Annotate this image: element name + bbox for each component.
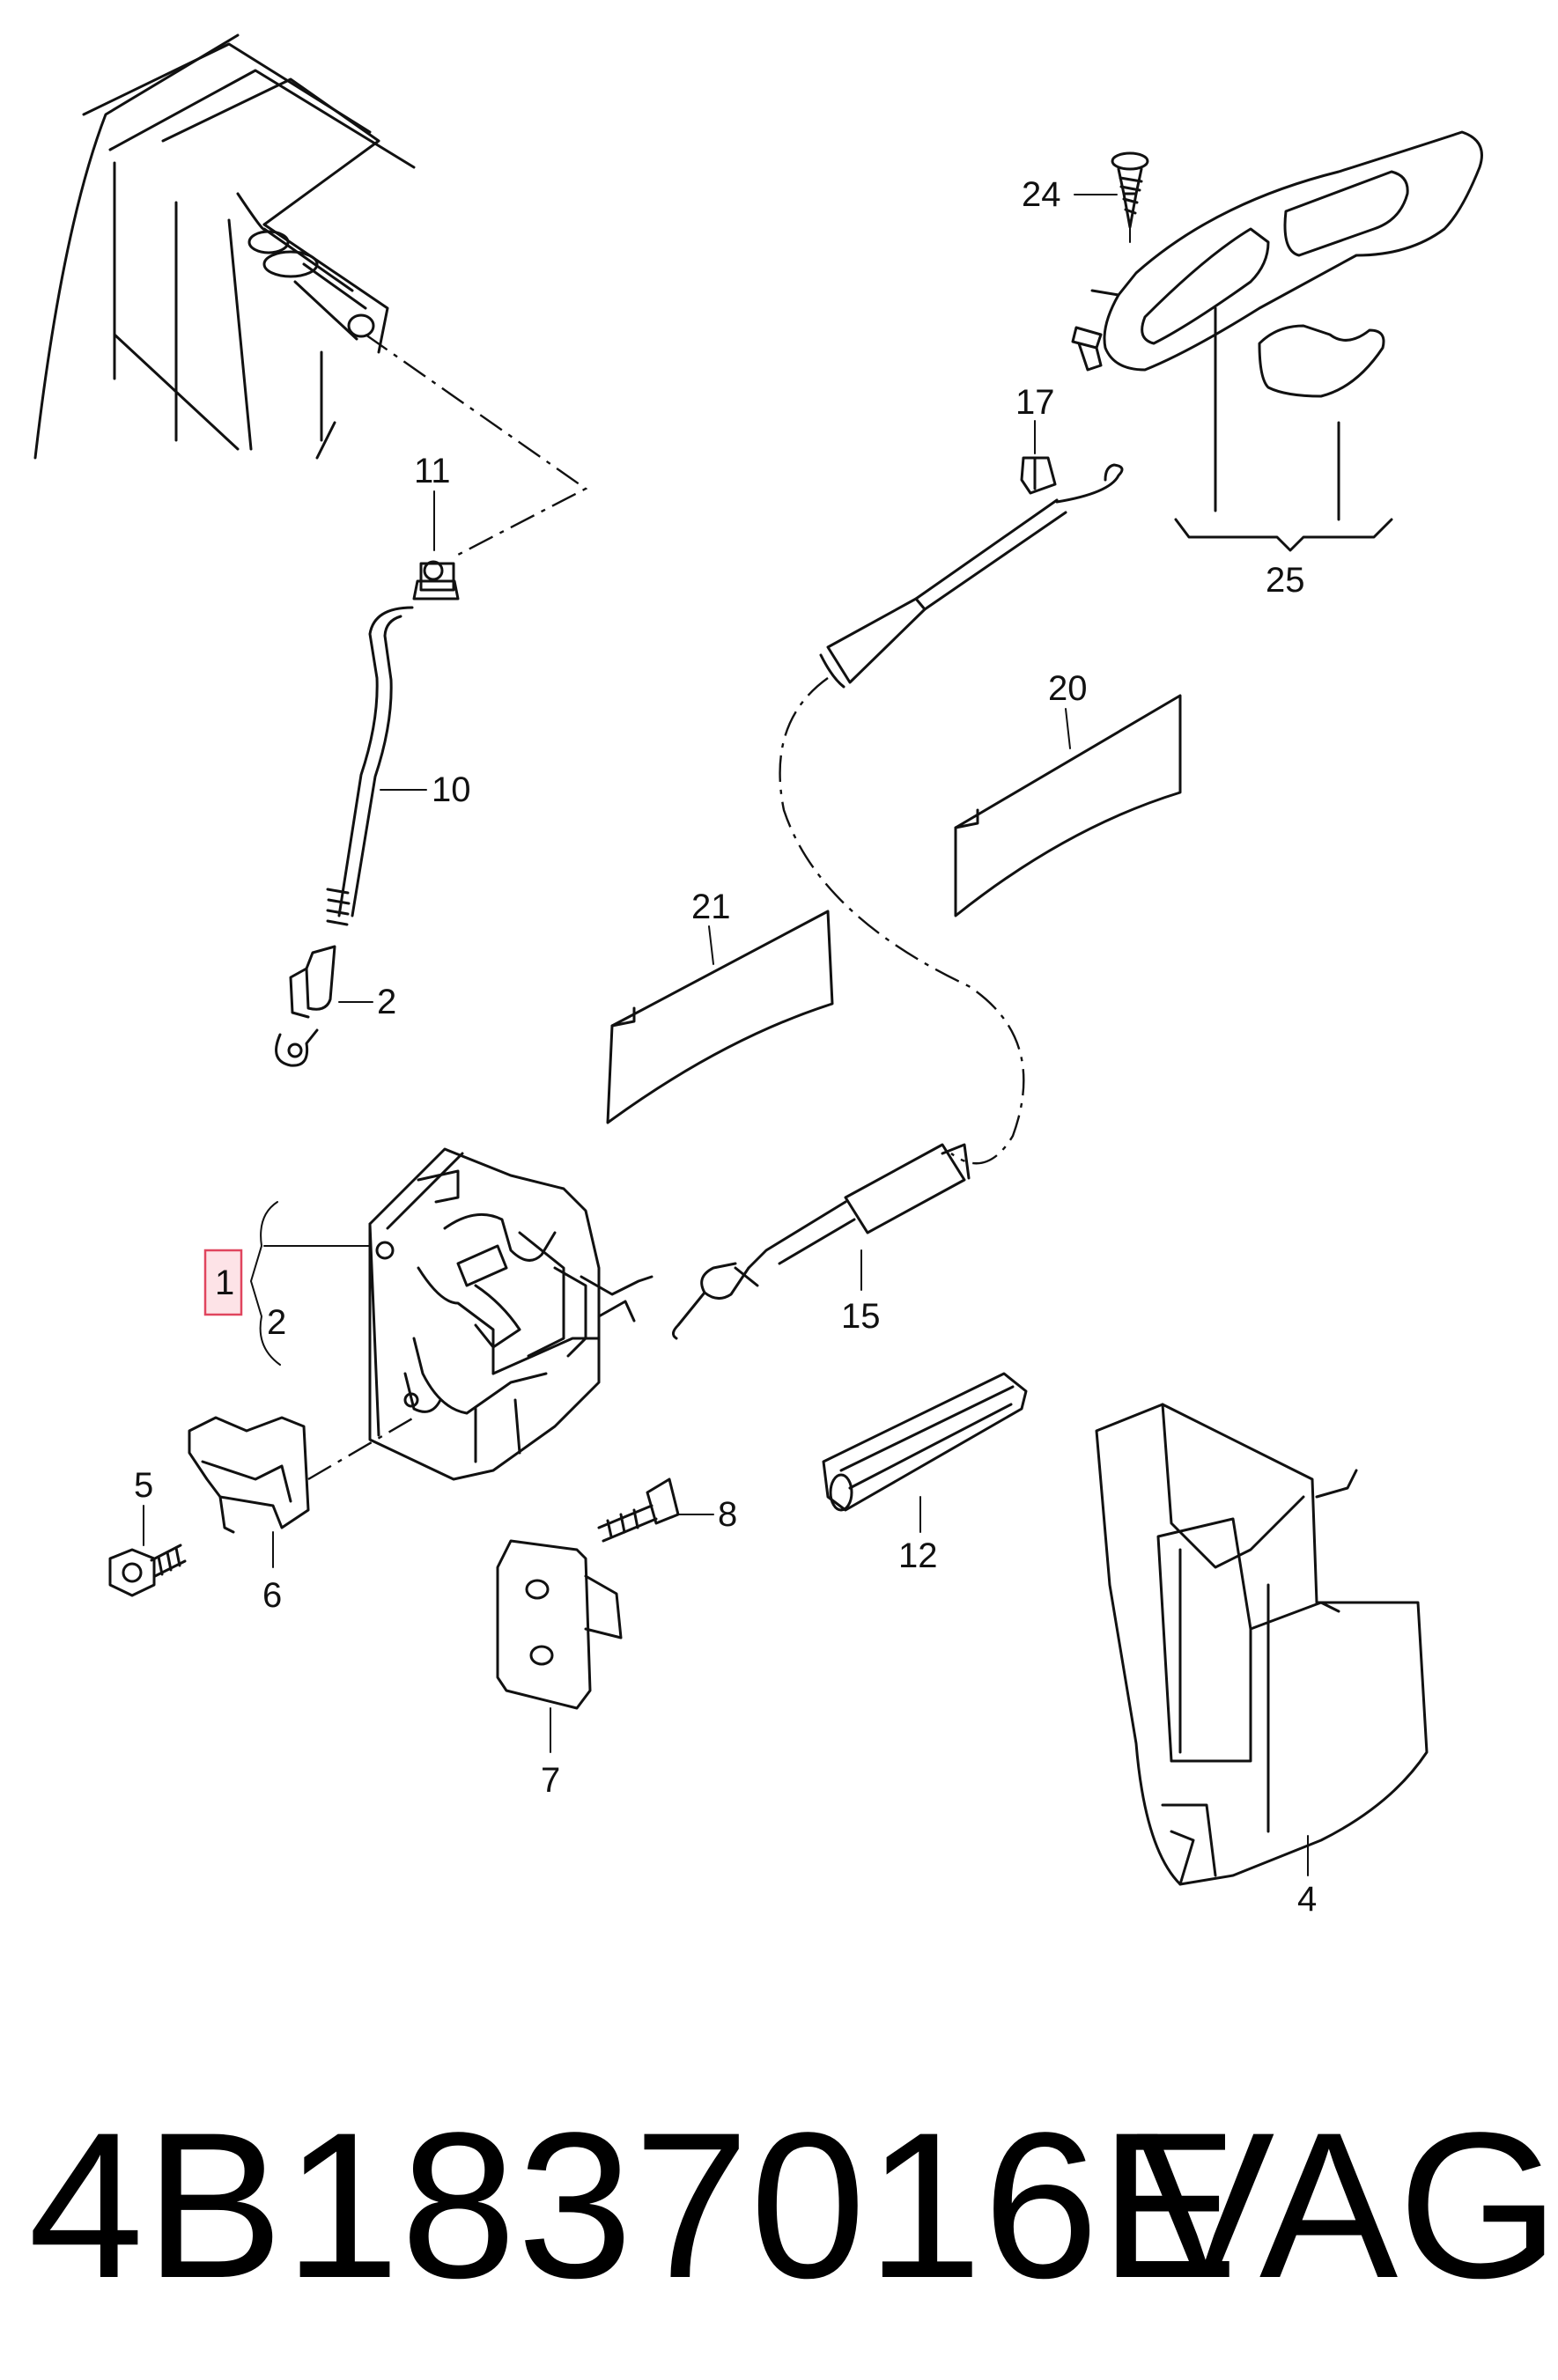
callout-2-lock: 2 <box>267 1303 286 1342</box>
part-5-bolt <box>108 1544 187 1597</box>
bowden-cable <box>672 463 1124 1340</box>
part-6-bracket <box>188 1416 310 1568</box>
part-1-door-lock <box>368 1147 653 1481</box>
callout-20: 20 <box>1048 669 1088 708</box>
part-21-foam-pad <box>606 910 834 1124</box>
door-frame-outline <box>33 33 416 460</box>
callout-15: 15 <box>841 1297 881 1336</box>
callout-21: 21 <box>691 888 731 926</box>
callout-24: 24 <box>1022 175 1061 214</box>
part-17-cable-clip <box>1020 456 1057 495</box>
callout-10: 10 <box>432 770 471 809</box>
callout-5: 5 <box>134 1466 153 1505</box>
part-4-trim-panel <box>1095 1403 1429 1886</box>
exploded-parts-diagram: 1 2 2 4 5 6 7 8 10 11 12 15 17 20 21 24 … <box>33 33 1483 1919</box>
callout-25: 25 <box>1266 561 1305 600</box>
assembly-line-bracket <box>307 1416 415 1481</box>
callout-7: 7 <box>541 1761 560 1800</box>
part-7-striker-plate <box>496 1539 623 1753</box>
callout-4: 4 <box>1297 1880 1317 1919</box>
callout-2-clip: 2 <box>377 983 396 1021</box>
part-2-clip-upper <box>275 945 336 1067</box>
assembly-line-frame <box>365 334 588 556</box>
callout-6: 6 <box>262 1576 282 1615</box>
callout-12: 12 <box>898 1536 938 1575</box>
part-1-brace <box>249 1201 281 1366</box>
part-10-rod <box>326 606 414 926</box>
part-25-door-handle <box>1071 130 1483 552</box>
callout-11: 11 <box>414 452 451 490</box>
part-12-seal <box>822 1372 1028 1533</box>
callout-17: 17 <box>1015 383 1055 422</box>
part-20-foam-pad <box>954 694 1182 917</box>
callout-labels: 1 2 2 4 5 6 7 8 10 11 12 15 17 20 21 24 … <box>134 175 1317 1919</box>
brand-name: VAG <box>1136 2089 1558 2322</box>
callout-1: 1 <box>215 1264 234 1302</box>
selected-part-highlight <box>203 1249 243 1316</box>
part-24-screw <box>1111 151 1149 243</box>
part-8-screw <box>597 1477 714 1543</box>
callout-8: 8 <box>718 1495 737 1534</box>
part-11-clip <box>412 560 460 601</box>
part-number: 4B1837016E <box>28 2089 1239 2322</box>
